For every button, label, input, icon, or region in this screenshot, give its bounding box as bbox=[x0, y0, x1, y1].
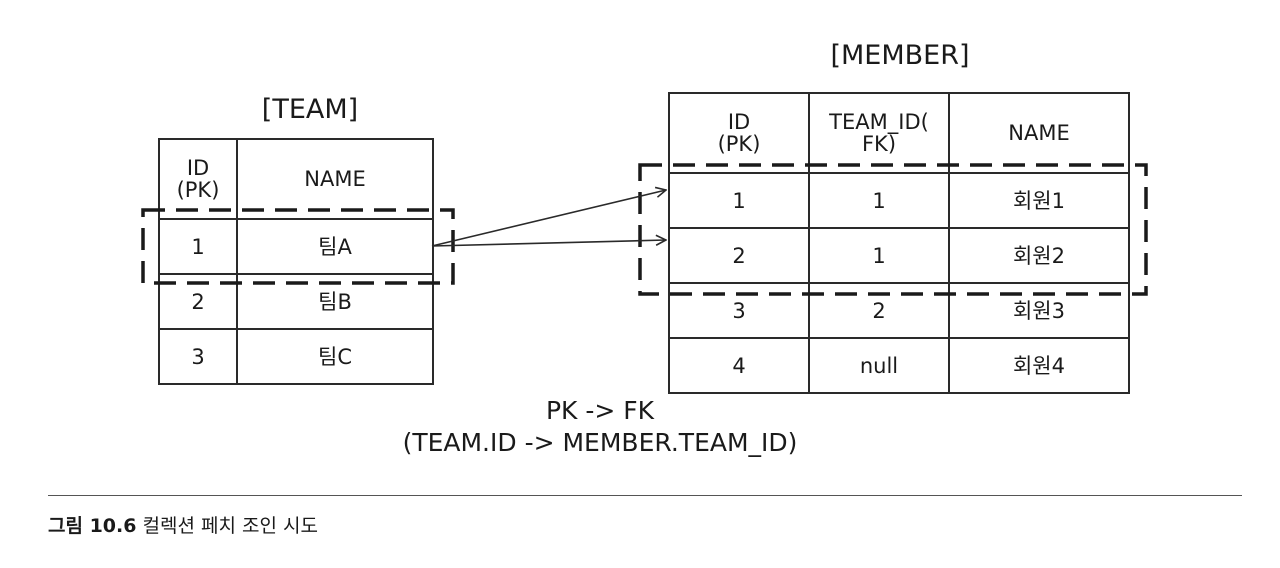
table-row: 2 1 회원2 bbox=[668, 227, 1130, 284]
team-cell-id: 2 bbox=[158, 273, 238, 330]
member-cell-id: 2 bbox=[668, 227, 810, 284]
member-cell-id: 4 bbox=[668, 337, 810, 394]
member-table-title: [MEMBER] bbox=[830, 40, 970, 71]
team-header-row: ID (PK) NAME bbox=[158, 138, 434, 220]
member-cell-id: 1 bbox=[668, 172, 810, 229]
relation-caption-line2: (TEAM.ID -> MEMBER.TEAM_ID) bbox=[402, 428, 798, 457]
figure-caption: 그림 10.6 컬렉션 페치 조인 시도 bbox=[48, 511, 318, 538]
figure-text: 컬렉션 페치 조인 시도 bbox=[142, 515, 318, 537]
table-row: 3 2 회원3 bbox=[668, 282, 1130, 339]
arrow-to-member-1 bbox=[431, 190, 666, 247]
table-row: 1 팀A bbox=[158, 218, 434, 275]
team-table-title: [TEAM] bbox=[261, 94, 359, 125]
member-cell-team-id: 1 bbox=[808, 227, 950, 284]
relation-caption-line1: PK -> FK bbox=[545, 396, 655, 425]
member-cell-name: 회원3 bbox=[948, 282, 1130, 339]
team-table: ID (PK) NAME 1 팀A 2 팀B 3 팀C bbox=[158, 138, 434, 385]
team-cell-id: 1 bbox=[158, 218, 238, 275]
member-header-name: NAME bbox=[948, 92, 1130, 174]
member-table: ID (PK) TEAM_ID( FK) NAME 1 1 회원1 2 1 회원… bbox=[668, 92, 1130, 394]
member-cell-id: 3 bbox=[668, 282, 810, 339]
member-cell-team-id: null bbox=[808, 337, 950, 394]
member-header-id: ID (PK) bbox=[668, 92, 810, 174]
team-header-name: NAME bbox=[236, 138, 434, 220]
member-cell-team-id: 1 bbox=[808, 172, 950, 229]
arrow-to-member-2 bbox=[431, 240, 666, 247]
member-cell-name: 회원4 bbox=[948, 337, 1130, 394]
member-cell-name: 회원2 bbox=[948, 227, 1130, 284]
table-row: 1 1 회원1 bbox=[668, 172, 1130, 229]
table-row: 4 null 회원4 bbox=[668, 337, 1130, 394]
table-row: 3 팀C bbox=[158, 328, 434, 385]
team-cell-name: 팀C bbox=[236, 328, 434, 385]
caption-divider bbox=[48, 495, 1242, 496]
table-row: 2 팀B bbox=[158, 273, 434, 330]
member-cell-team-id: 2 bbox=[808, 282, 950, 339]
member-header-row: ID (PK) TEAM_ID( FK) NAME bbox=[668, 92, 1130, 174]
member-cell-name: 회원1 bbox=[948, 172, 1130, 229]
member-header-team-id: TEAM_ID( FK) bbox=[808, 92, 950, 174]
team-cell-name: 팀B bbox=[236, 273, 434, 330]
team-cell-id: 3 bbox=[158, 328, 238, 385]
team-cell-name: 팀A bbox=[236, 218, 434, 275]
team-header-id: ID (PK) bbox=[158, 138, 238, 220]
figure-label: 그림 10.6 bbox=[48, 515, 137, 537]
